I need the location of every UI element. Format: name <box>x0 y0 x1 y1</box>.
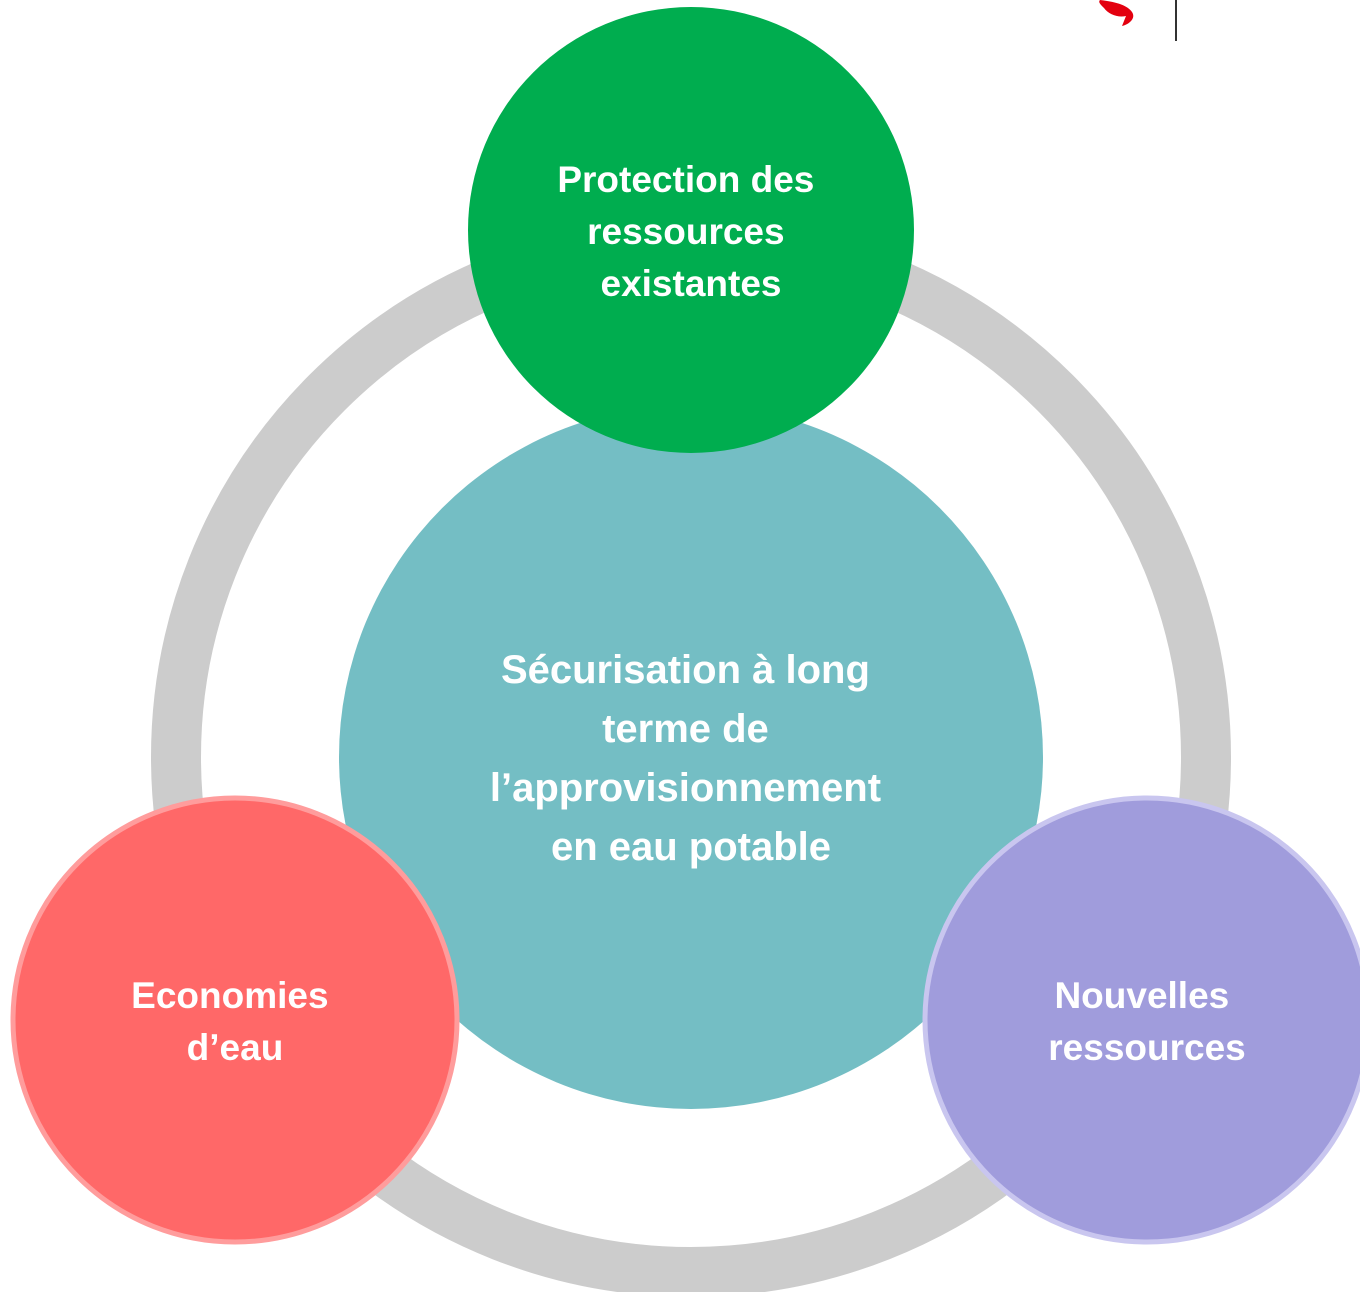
left-node-label-line-1: Economies <box>131 975 328 1016</box>
center-label-line-1: Sécurisation à long <box>501 648 870 692</box>
center-label: Sécurisation à long terme de l’approvisi… <box>490 648 892 869</box>
center-label-line-4: en eau potable <box>551 825 831 869</box>
left-node-label: Economies d’eau <box>131 975 339 1068</box>
top-node-label-line-2: ressources <box>587 211 784 252</box>
top-node-circle <box>468 7 914 453</box>
right-node-label: Nouvelles ressources <box>1048 975 1245 1068</box>
right-node-circle <box>922 795 1360 1245</box>
right-node-label-line-2: ressources <box>1048 1027 1245 1068</box>
logo <box>1099 0 1177 41</box>
top-node-label-line-3: existantes <box>601 263 782 304</box>
top-node-label-line-1: Protection des <box>557 159 814 200</box>
logo-emblem-icon <box>1099 0 1134 26</box>
left-node-label-line-2: d’eau <box>187 1027 284 1068</box>
top-node-label: Protection des ressources existantes <box>557 159 824 304</box>
center-label-line-3: l’approvisionnement <box>490 766 881 810</box>
center-label-line-2: terme de <box>602 707 769 751</box>
right-node-label-line-1: Nouvelles <box>1054 975 1229 1016</box>
left-node-circle <box>10 795 460 1245</box>
center-circle <box>339 405 1043 1109</box>
